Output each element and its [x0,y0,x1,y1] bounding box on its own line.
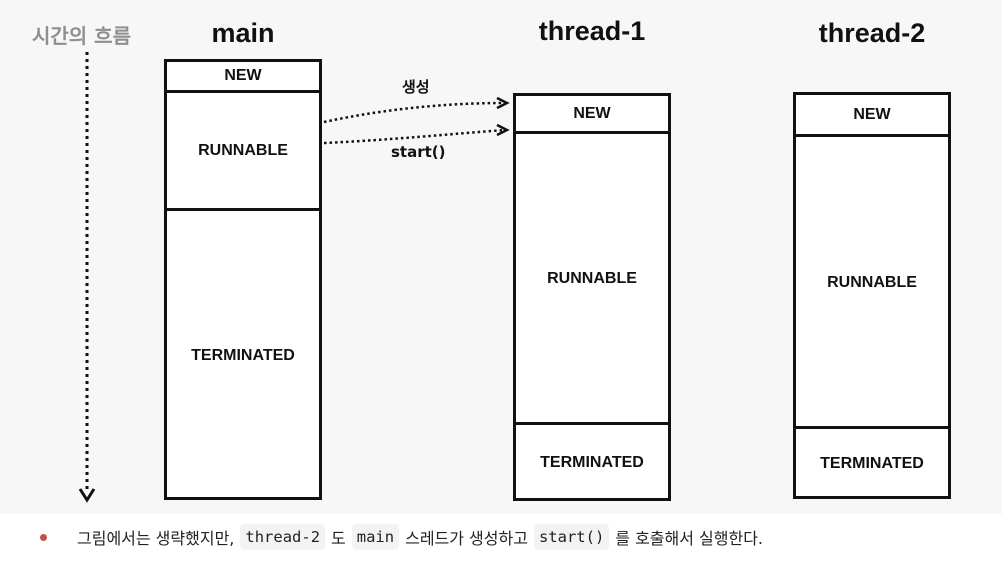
bullet-dot [40,533,47,541]
thread-2-lane: NEW RUNNABLE TERMINATED [793,92,951,499]
create-arrow-label: 생성 [402,78,430,96]
time-axis-label: 시간의 흐름 [32,24,131,48]
note-text-1: 그림에서는 생략했지만, [77,529,235,548]
thread-2-state-new: NEW [796,95,948,137]
thread-1-state-terminated: TERMINATED [516,422,668,501]
thread-2-state-terminated: TERMINATED [796,426,948,499]
note-line: 그림에서는 생략했지만, thread-2 도 main 스레드가 생성하고 s… [40,520,763,554]
note-code-thread-2: thread-2 [240,524,326,550]
main-state-terminated: TERMINATED [191,347,295,364]
time-axis-arrow [78,52,96,503]
note-text-4: 를 호출해서 실행한다. [615,529,764,548]
main-state-runnable: RUNNABLE [167,93,319,211]
note-text-3: 스레드가 생성하고 [405,529,528,548]
thread-2-title: thread-2 [818,18,926,48]
thread-1-state-new: NEW [516,96,668,134]
diagram-panel: 시간의 흐름 main NEW RUNNABLE TERMINATED thre… [32,16,951,503]
note-code-start: start() [533,524,610,550]
thread-2-state-runnable: RUNNABLE [827,274,917,291]
thread-1-state-runnable: RUNNABLE [547,270,637,287]
note-text-2: 도 [331,529,346,548]
main-lane: NEW RUNNABLE TERMINATED [164,59,322,500]
thread-1-lane: NEW RUNNABLE TERMINATED [513,93,671,501]
thread-1-title: thread-1 [538,16,646,46]
start-arrow-label: start() [391,143,446,161]
main-state-new: NEW [167,62,319,93]
main-title: main [211,18,275,48]
create-start-arrows [323,96,510,145]
note-code-main: main [351,524,400,550]
